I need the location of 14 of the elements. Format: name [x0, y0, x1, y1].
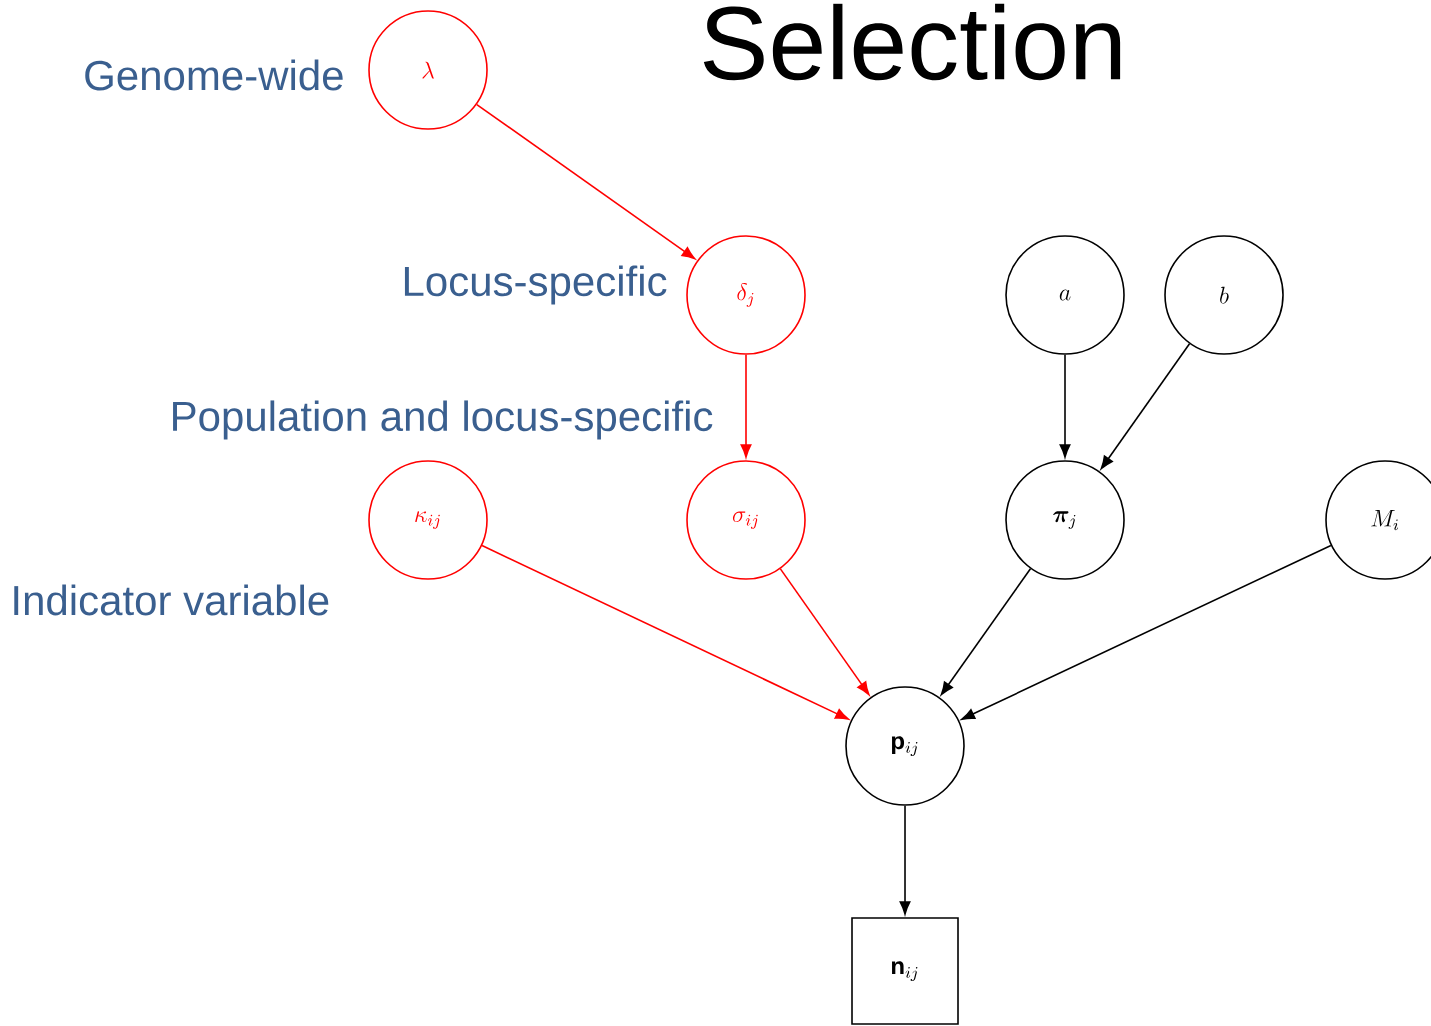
arrow [1100, 343, 1191, 470]
arrow [779, 568, 870, 696]
level-label: Locus-specific [404, 265, 667, 305]
arrow [481, 544, 849, 720]
observed-box: $\mathbf{n}_{ij}$ [851, 917, 959, 1025]
arrow [940, 568, 1032, 696]
title: Selection [703, 3, 1121, 81]
level-label: Indicator variable [14, 584, 329, 616]
arrow [961, 544, 1332, 720]
arrow [899, 805, 911, 915]
arrow [1059, 354, 1071, 458]
arrow [740, 354, 752, 458]
arrow [476, 103, 696, 260]
level-label: Population and locus-specific [173, 400, 713, 440]
